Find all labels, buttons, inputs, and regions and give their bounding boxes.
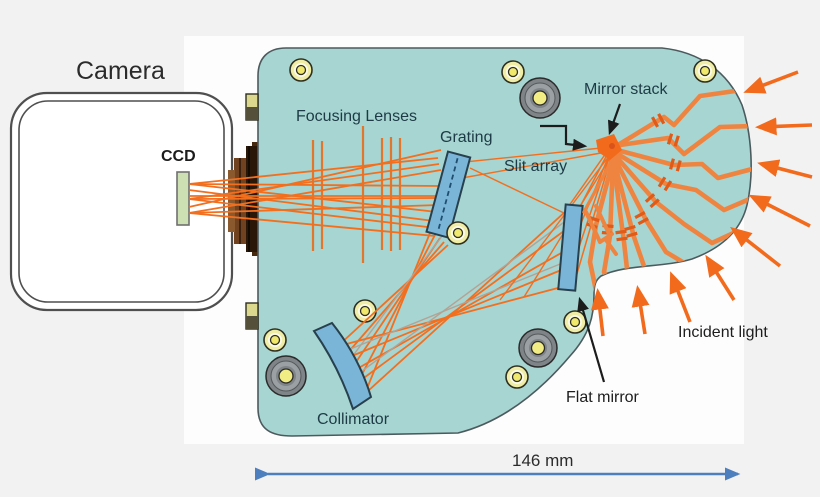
incident-arrow	[754, 117, 813, 136]
small-screw	[563, 310, 587, 334]
ccd-ray-bundle	[188, 149, 443, 237]
fiber	[587, 157, 616, 303]
small-screw	[505, 365, 529, 389]
collimator-optic	[312, 321, 373, 411]
slit-array-label: Slit array	[504, 158, 567, 175]
focusing-lenses-label: Focusing Lenses	[296, 108, 417, 125]
fiber-bundle	[582, 87, 752, 305]
collimator-flatmirror-bundle	[338, 210, 574, 392]
fiber-clamp	[584, 204, 618, 256]
annotation-arrows	[540, 103, 622, 383]
large-screw	[265, 355, 307, 397]
flat-mirror-label: Flat mirror	[566, 389, 640, 406]
grating-screw	[446, 221, 470, 245]
incident-arrow	[730, 226, 782, 268]
slit-array-arrow	[540, 124, 588, 151]
flat-mirror-optic	[557, 203, 584, 292]
large-screw	[518, 328, 558, 368]
fiber	[610, 150, 743, 246]
incident-arrow	[669, 271, 692, 323]
fiber	[582, 156, 615, 214]
incident-arrow	[748, 194, 811, 228]
flat-mirror-arrow	[577, 296, 606, 383]
mirror-stack-arrow	[608, 103, 622, 136]
labels: Camera CCD Focusing Lenses Grating Slit …	[76, 57, 768, 470]
camera-inner-wall	[18, 100, 225, 303]
mirror-stack-label: Mirror stack	[584, 81, 669, 98]
incident-arrow	[705, 254, 736, 301]
small-screw	[501, 60, 525, 84]
collimator-label: Collimator	[317, 411, 390, 428]
incident-light-arrows	[590, 70, 813, 337]
stray-rays	[454, 146, 614, 301]
ccd-sensor	[176, 171, 190, 226]
small-screw	[693, 59, 717, 83]
edge-screw-blocks	[245, 93, 259, 330]
grating-label: Grating	[440, 129, 492, 146]
fiber	[610, 148, 752, 213]
small-screws	[263, 58, 717, 389]
small-screw	[289, 58, 313, 82]
ray-bundles	[188, 145, 614, 392]
fiber	[610, 87, 745, 151]
small-screw	[263, 328, 287, 352]
large-screws	[265, 77, 561, 397]
incident-light-label: Incident light	[678, 324, 768, 341]
incident-arrow	[743, 70, 799, 94]
camera-label: Camera	[76, 57, 165, 85]
fiber-connectors	[586, 113, 682, 242]
fiber	[610, 123, 752, 157]
dimension-label: 146 mm	[512, 451, 573, 470]
screw-block	[245, 93, 259, 121]
ccd-label: CCD	[161, 148, 196, 165]
incident-arrow	[631, 285, 650, 335]
small-screw	[353, 299, 377, 323]
camera-housing	[9, 91, 234, 312]
incident-arrow	[590, 287, 609, 337]
incident-arrow	[757, 159, 813, 179]
grating-optic	[425, 150, 472, 239]
large-screw	[519, 77, 561, 119]
fiber	[610, 146, 752, 181]
mirror-stack	[596, 134, 622, 160]
screw-block	[245, 302, 259, 330]
camera-outer-wall	[9, 91, 234, 312]
